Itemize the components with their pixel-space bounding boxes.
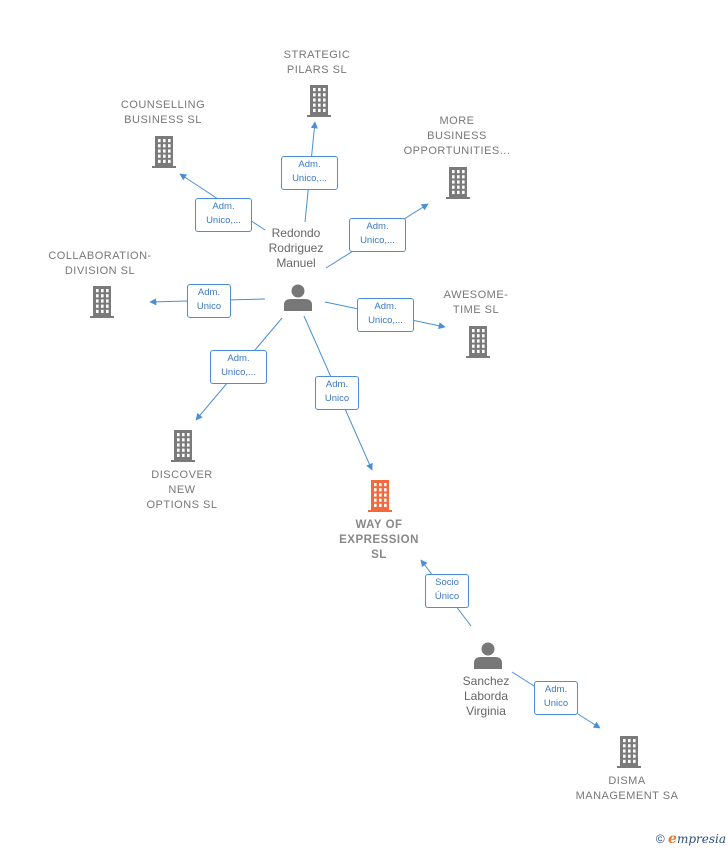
brand-logo: empresia [668,831,726,847]
building-icon-strategic[interactable] [307,85,331,117]
edge-label-e6[interactable]: Adm. Unico,... [210,350,267,384]
company-label-discover[interactable]: DISCOVER NEW OPTIONS SL [146,469,218,511]
building-icon-collab[interactable] [90,286,114,318]
building-icon-more[interactable] [446,167,470,199]
company-label-way[interactable]: WAY OF EXPRESSION SL [339,519,419,561]
building-icon-way[interactable] [368,480,392,512]
edge-label-e2[interactable]: Adm. Unico,... [195,198,252,232]
person-icon-redondo[interactable] [284,284,312,312]
person-label-redondo[interactable]: Redondo Rodriguez Manuel [268,226,324,270]
building-icon-disma[interactable] [617,736,641,768]
company-label-awesome[interactable]: AWESOME- TIME SL [443,289,509,316]
edge-label-e4[interactable]: Adm. Unico [187,284,231,318]
company-label-counselling[interactable]: COUNSELLING BUSINESS SL [120,99,206,126]
footer-brand[interactable]: © empresia [656,831,726,847]
edge-label-e3[interactable]: Adm. Unico,... [349,218,406,252]
edge-label-e9[interactable]: Adm. Unico [534,681,578,715]
company-label-strategic[interactable]: STRATEGIC PILARS SL [283,49,351,76]
edge-label-e7[interactable]: Adm. Unico [315,376,359,410]
person-label-sanchez[interactable]: Sanchez Laborda Virginia [462,674,510,718]
building-icon-counselling[interactable] [152,136,176,168]
company-label-collab[interactable]: COLLABORATION- DIVISION SL [48,250,152,277]
edge-label-e5[interactable]: Adm. Unico,... [357,298,414,332]
building-icon-discover[interactable] [171,430,195,462]
company-label-disma[interactable]: DISMA MANAGEMENT SA [575,775,679,802]
edge-label-e8[interactable]: Socio Único [425,574,469,608]
copyright-icon: © [655,832,665,846]
edge-label-e1[interactable]: Adm. Unico,... [281,156,338,190]
company-label-more[interactable]: MORE BUSINESS OPPORTUNITIES... [403,115,511,157]
person-icon-sanchez[interactable] [474,642,502,670]
building-icon-awesome[interactable] [466,326,490,358]
